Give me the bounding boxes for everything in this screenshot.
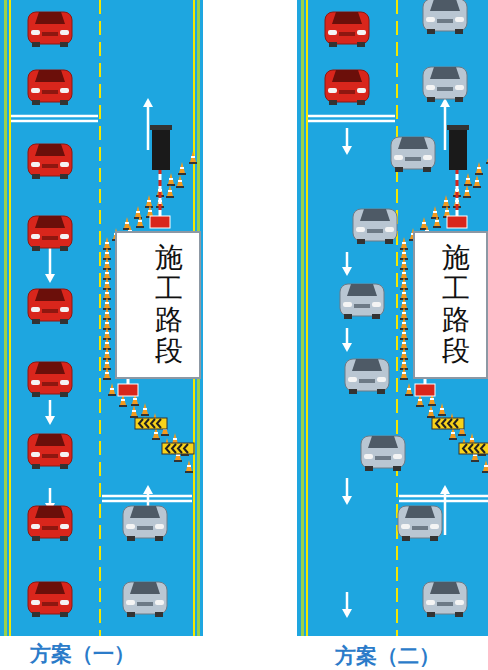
- car: [423, 67, 467, 102]
- road-panel: [0, 0, 203, 636]
- car: [28, 12, 72, 47]
- signal-head: [449, 128, 467, 170]
- traffic-cone: [464, 173, 472, 186]
- traffic-cone: [442, 195, 450, 208]
- scheme-caption: 方案（二）: [335, 642, 440, 670]
- car: [353, 209, 397, 244]
- arrow-head: [143, 98, 153, 107]
- lane-arrow: [346, 128, 349, 149]
- arrow-head: [342, 146, 352, 155]
- traffic-cone: [141, 403, 149, 416]
- car: [345, 359, 389, 394]
- traffic-cone: [103, 367, 111, 380]
- traffic-cone: [178, 162, 186, 175]
- arrow-head: [342, 267, 352, 276]
- traffic-cone: [405, 383, 413, 396]
- chevron-sign: [459, 443, 488, 454]
- lane-arrow: [147, 104, 150, 150]
- traffic-cone: [130, 405, 138, 418]
- car: [325, 70, 369, 105]
- car: [423, 0, 467, 34]
- construction-zone-box: 施工路段: [115, 231, 201, 379]
- scheme-caption: 方案（一）: [30, 640, 135, 668]
- chevron-sign: [135, 418, 167, 429]
- traffic-cone: [431, 206, 439, 219]
- car: [123, 506, 167, 541]
- arrow-head: [440, 485, 450, 494]
- car: [391, 137, 435, 172]
- traffic-cone: [166, 185, 174, 198]
- road-panel: [297, 0, 488, 636]
- car: [28, 144, 72, 179]
- car: [398, 506, 442, 541]
- car: [423, 582, 467, 617]
- lane-arrow: [346, 478, 349, 499]
- road-surface: [0, 0, 203, 636]
- traffic-cone: [189, 151, 197, 164]
- zone-label: 施工路段: [442, 243, 470, 366]
- traffic-cone: [427, 405, 435, 418]
- car: [28, 289, 72, 324]
- center-line: [99, 0, 101, 636]
- lane-arrow: [444, 104, 447, 150]
- arrow-head: [342, 609, 352, 618]
- car: [123, 582, 167, 617]
- traffic-cone: [136, 215, 144, 228]
- traffic-cone: [463, 185, 471, 198]
- zone-label: 施工路段: [155, 243, 183, 366]
- traffic-cone: [400, 367, 408, 380]
- car: [28, 70, 72, 105]
- lane-arrow: [444, 491, 447, 535]
- traffic-cone: [176, 175, 184, 188]
- chevron-sign: [432, 418, 464, 429]
- traffic-cone: [475, 162, 483, 175]
- arrow-head: [143, 485, 153, 494]
- car: [28, 506, 72, 541]
- arrow-head: [45, 416, 55, 425]
- traffic-cone: [134, 206, 142, 219]
- arrow-head: [342, 343, 352, 352]
- traffic-cone: [185, 460, 193, 473]
- center-line: [396, 0, 398, 636]
- traffic-cone: [473, 175, 481, 188]
- car: [28, 216, 72, 251]
- construction-zone-box: 施工路段: [413, 231, 488, 379]
- traffic-cone: [433, 215, 441, 228]
- car: [325, 12, 369, 47]
- road-surface: [297, 0, 488, 636]
- traffic-cone: [486, 151, 488, 164]
- car: [28, 582, 72, 617]
- lane-arrow: [49, 245, 52, 277]
- traffic-cone: [145, 195, 153, 208]
- traffic-cone: [482, 460, 488, 473]
- car: [28, 362, 72, 397]
- traffic-cone: [108, 383, 116, 396]
- car: [340, 284, 384, 319]
- traffic-cone: [438, 403, 446, 416]
- arrow-head: [342, 496, 352, 505]
- arrow-head: [45, 274, 55, 283]
- car: [28, 434, 72, 469]
- signal-head: [152, 128, 170, 170]
- traffic-cone: [167, 173, 175, 186]
- car: [361, 436, 405, 471]
- chevron-sign: [162, 443, 194, 454]
